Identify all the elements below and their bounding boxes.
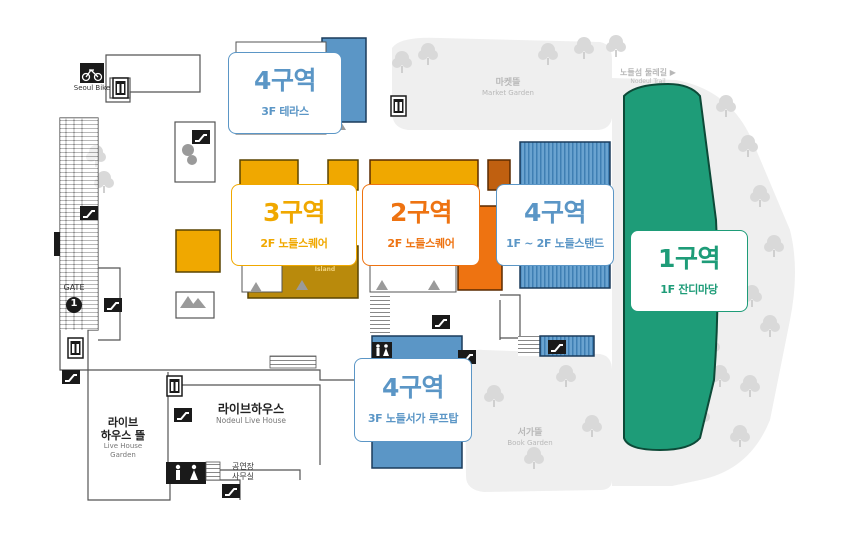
zone-card-3[interactable]: 3구역 2F 노들스퀘어 xyxy=(231,184,357,266)
livehouse-en: Nodeul Live House xyxy=(216,416,286,426)
zone-title: 4구역 xyxy=(382,373,444,403)
zone-subtitle: 1F 잔디마당 xyxy=(660,282,718,296)
gate-label: GATE xyxy=(63,283,85,292)
trail-ko: 노들섬 둘레길 ▶ xyxy=(620,68,676,77)
stairs-strip xyxy=(60,118,98,330)
zone-card-2[interactable]: 2구역 2F 노들스퀘어 xyxy=(362,184,480,266)
zone-title: 1구역 xyxy=(658,244,720,274)
trail-label: 노들섬 둘레길 ▶ Nodeul Trail xyxy=(612,68,684,85)
restroom-icon xyxy=(166,462,206,484)
seating-strip xyxy=(269,355,317,369)
gate-number-badge xyxy=(66,297,82,313)
zone-subtitle: 2F 노들스퀘어 xyxy=(387,236,455,250)
livehouse-garden-en-2: Garden xyxy=(110,450,136,459)
trail-en: Nodeul Trail xyxy=(630,77,666,85)
office-label: 공연장 사무실 xyxy=(226,462,260,481)
book-garden-ko: 서가뜰 xyxy=(517,428,543,438)
zone-title: 3구역 xyxy=(263,198,325,228)
restroom-icon xyxy=(372,342,392,360)
gate-door xyxy=(54,232,60,256)
bike-icon xyxy=(80,63,104,83)
zone-subtitle: 1F ~ 2F 노들스탠드 xyxy=(506,236,604,250)
island-tag: Island xyxy=(314,266,336,273)
gate-number: 1 xyxy=(70,298,78,309)
zone-title: 4구역 xyxy=(524,198,586,228)
market-garden-label: 마켓뜰 Market Garden xyxy=(468,78,548,97)
zone-card-1[interactable]: 1구역 1F 잔디마당 xyxy=(630,230,748,312)
livehouse-garden-ko-1: 라이브 xyxy=(107,416,139,429)
livehouse-garden-en-1: Live House xyxy=(103,442,143,451)
zone-subtitle: 3F 노들서가 루프탑 xyxy=(367,411,459,425)
zone-subtitle: 3F 테라스 xyxy=(261,104,309,118)
livehouse-garden-ko-2: 하우스 뜰 xyxy=(100,429,146,443)
zone-title: 4구역 xyxy=(254,66,316,96)
market-garden-en: Market Garden xyxy=(482,88,534,97)
book-garden-label: 서가뜰 Book Garden xyxy=(500,428,560,447)
stairs-strip xyxy=(370,295,390,335)
zone-card-4-stand[interactable]: 4구역 1F ~ 2F 노들스탠드 xyxy=(496,184,614,266)
zone-title: 2구역 xyxy=(390,198,452,228)
stairs-strip xyxy=(518,336,540,356)
seating-strip xyxy=(205,461,221,481)
livehouse-ko: 라이브하우스 xyxy=(217,402,285,416)
livehouse-label: 라이브하우스 Nodeul Live House xyxy=(196,402,306,425)
zone-subtitle: 2F 노들스퀘어 xyxy=(260,236,328,250)
book-garden-en: Book Garden xyxy=(507,438,553,447)
office-line-1: 공연장 xyxy=(231,462,255,471)
livehouse-garden-label: 라이브 하우스 뜰 Live House Garden xyxy=(88,416,158,459)
seoul-bike-label: Seoul Bike xyxy=(73,84,111,92)
zone-card-4-rooftop[interactable]: 4구역 3F 노들서가 루프탑 xyxy=(354,358,472,442)
office-line-2: 사무실 xyxy=(231,471,255,481)
zone-card-4-terrace[interactable]: 4구역 3F 테라스 xyxy=(228,52,342,134)
market-garden-ko: 마켓뜰 xyxy=(495,78,521,88)
